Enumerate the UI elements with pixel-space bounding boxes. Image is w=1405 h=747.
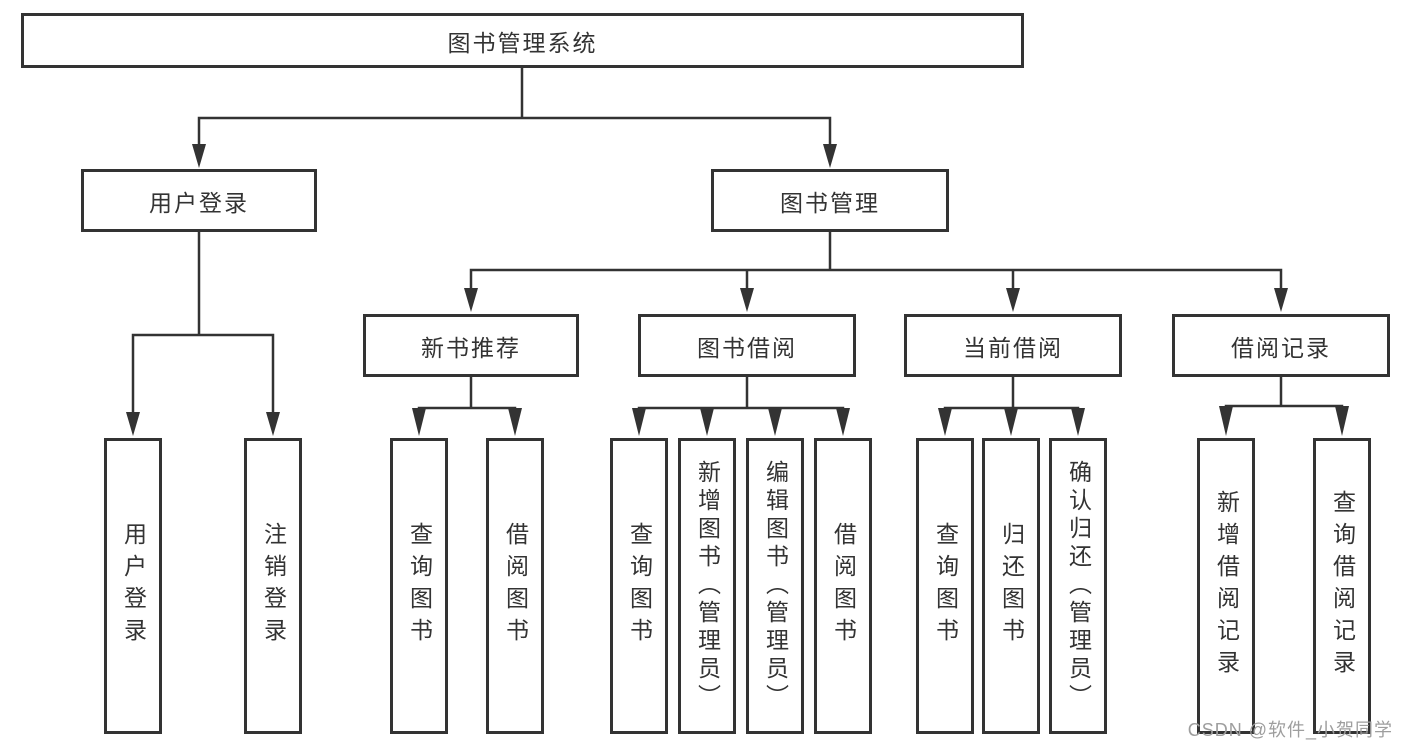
leaf-current-query-books: 查询图书 [916,438,974,734]
connector-user-login-children [126,232,280,436]
connector-new-book-children [412,377,522,436]
leaf-current-confirm-return-admin: 确认归还（管理员） [1049,438,1107,734]
leaf-current-return-books: 归还图书 [982,438,1040,734]
leaf-logout: 注销登录 [244,438,302,734]
leaf-borrow-edit-books-admin: 编辑图书（管理员） [746,438,804,734]
leaf-borrow-add-books-admin: 新增图书（管理员） [678,438,736,734]
connector-book-management-children [464,232,1288,312]
node-current-borrow: 当前借阅 [904,314,1122,377]
csdn-watermark: CSDN @软件_小贺同学 [1187,720,1393,740]
connector-root-to-level2 [192,68,837,168]
connector-current-borrow-children [938,377,1085,436]
node-book-management: 图书管理 [711,169,949,232]
node-borrow-records: 借阅记录 [1172,314,1390,377]
leaf-user-login: 用户登录 [104,438,162,734]
leaf-borrow-query-books: 查询图书 [610,438,668,734]
connector-borrow-records-children [1219,377,1349,436]
node-library-management-system: 图书管理系统 [21,13,1024,68]
leaf-borrow-borrow-books: 借阅图书 [814,438,872,734]
node-book-borrow: 图书借阅 [638,314,856,377]
connector-book-borrow-children [632,377,850,436]
node-user-login: 用户登录 [81,169,317,232]
leaf-newbook-query-books: 查询图书 [390,438,448,734]
leaf-records-add-record: 新增借阅记录 [1197,438,1255,734]
leaf-newbook-borrow-books: 借阅图书 [486,438,544,734]
node-new-book-recommend: 新书推荐 [363,314,579,377]
leaf-records-query-record: 查询借阅记录 [1313,438,1371,734]
